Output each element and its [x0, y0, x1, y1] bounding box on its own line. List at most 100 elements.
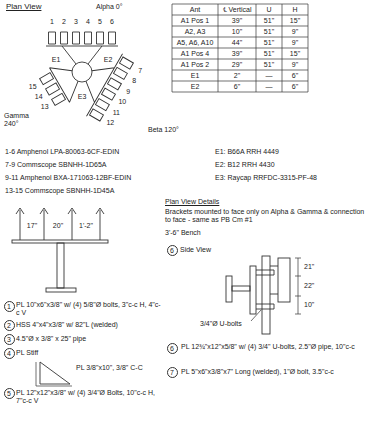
note-text: 39": [232, 16, 242, 24]
note-text: PL Stiff: [16, 349, 38, 357]
bracket-detail: [12, 208, 108, 292]
note-text: 44": [232, 38, 242, 46]
clamp: [270, 266, 278, 294]
callout-number: 3: [7, 336, 11, 343]
stiffener-plate: [40, 362, 70, 384]
note-text: A5, A6, A10: [177, 38, 214, 46]
note-text: Gamma 240°: [4, 112, 34, 128]
callout-number: 2: [7, 322, 11, 329]
sheet-title: Plan View: [6, 2, 41, 11]
note-text: —: [266, 82, 273, 90]
note-text: 9": [292, 27, 298, 35]
note-text: 13-15 Commscope SBNHH-1D45A: [5, 187, 114, 195]
note-text: E3: [78, 93, 87, 101]
alpha-sector: [46, 32, 118, 64]
note-text: 14: [35, 93, 43, 101]
dimension-line: [295, 258, 301, 314]
base-plate: [36, 362, 72, 386]
antenna-mast: [20, 210, 100, 240]
antenna-symbol: [40, 73, 66, 106]
note-text: H: [292, 5, 297, 13]
note-text: 10": [232, 27, 242, 35]
note-text: A1 Pos 2: [181, 60, 209, 68]
note-text: PL 12"x12"x3/8" w/ (4) 3/4"Ø Bolts, 10"c…: [16, 389, 161, 405]
note-text: 3'-6" Bench: [165, 229, 201, 237]
callout-circle: 3: [4, 334, 15, 345]
note-text: 10": [304, 301, 314, 309]
note-text: Beta 120°: [148, 126, 179, 134]
callout-circle: 6: [167, 245, 178, 256]
note-text: PL 12¾"x12"x5/8" w/ (4) 3/4" U-bolts, 2.…: [181, 343, 371, 351]
note-text: 3/4"Ø U-bolts: [200, 320, 242, 328]
note-text: 51": [264, 60, 274, 68]
note-text: 17": [27, 222, 37, 230]
note-text: 1: [50, 18, 54, 26]
note-text: 29": [232, 60, 242, 68]
note-text: 22": [304, 282, 314, 290]
note-text: 20": [53, 222, 63, 230]
note-text: Brackets mounted to face only on Alpha &…: [165, 208, 370, 224]
callout-circle: 5: [4, 388, 15, 399]
gamma-sector: [37, 59, 85, 110]
base-plate: [46, 288, 76, 292]
note-text: 9-11 Amphenol BXA-171063-12BF-EDIN: [5, 174, 131, 182]
note-text: E1: [191, 71, 200, 79]
callout-number: 4: [7, 350, 11, 357]
note-text: 11: [113, 109, 120, 117]
note-text: —: [266, 71, 273, 79]
note-text: A1 Pos 4: [181, 49, 209, 57]
note-text: 6": [234, 82, 240, 90]
note-text: 15: [29, 83, 37, 91]
note-text: 21": [304, 263, 314, 271]
note-text: 6: [110, 18, 114, 26]
note-text: 7: [138, 67, 142, 75]
note-text: 6": [292, 82, 298, 90]
note-text: E1: [52, 56, 61, 64]
callout-number: 5: [7, 390, 11, 397]
note-text: 1'-2": [79, 222, 93, 230]
note-text: 3: [74, 18, 78, 26]
note-text: 13: [41, 103, 49, 111]
note-text: 39": [232, 49, 242, 57]
note-text: E1: B66A RRH 4449: [215, 148, 279, 156]
u-bolt: [256, 270, 274, 309]
note-text: E2: [104, 56, 113, 64]
note-text: 4.5"Ø x 3/8" x 25" pipe: [16, 335, 86, 343]
callout-circle: 6: [167, 343, 178, 354]
beta-sector: [71, 45, 135, 123]
note-text: Ant: [190, 5, 201, 13]
note-text: 51": [264, 49, 274, 57]
callout-number: 6: [170, 247, 174, 254]
note-text: Side View: [180, 246, 211, 254]
stiffener-detail: [36, 362, 72, 386]
note-text: 7-9 Commscope SBNHH-1D65A: [5, 161, 107, 169]
note-text: 10: [118, 98, 126, 106]
note-text: 51": [264, 27, 274, 35]
table-grid: [172, 4, 308, 92]
note-text: 9": [292, 38, 298, 46]
note-text: A2, A3: [185, 27, 206, 35]
support-pipe: [262, 256, 270, 334]
note-text: ℄ Vertical: [223, 5, 252, 13]
callout-number: 6: [170, 345, 174, 352]
plate: [250, 266, 256, 314]
antenna-symbol: [89, 57, 133, 121]
leader-line: [251, 310, 261, 321]
note-text: 6": [292, 71, 298, 79]
note-text: 51": [264, 38, 274, 46]
note-text: 8: [132, 77, 136, 85]
plan-view: [37, 32, 134, 123]
note-text: 5: [98, 18, 102, 26]
face-plate: [226, 276, 232, 302]
note-text: 12: [106, 119, 114, 127]
support-pipe: [57, 243, 64, 288]
note-text: E2: B12 RRH 4430: [215, 161, 275, 169]
antenna-symbol: [49, 32, 116, 44]
note-text: 15": [290, 49, 300, 57]
note-text: U: [266, 5, 271, 13]
callout-circle: 7: [167, 367, 178, 378]
note-text: 9": [292, 60, 298, 68]
note-text: 51": [264, 16, 274, 24]
mast-tip: [16, 208, 104, 214]
note-text: A1 Pos 1: [181, 16, 209, 24]
